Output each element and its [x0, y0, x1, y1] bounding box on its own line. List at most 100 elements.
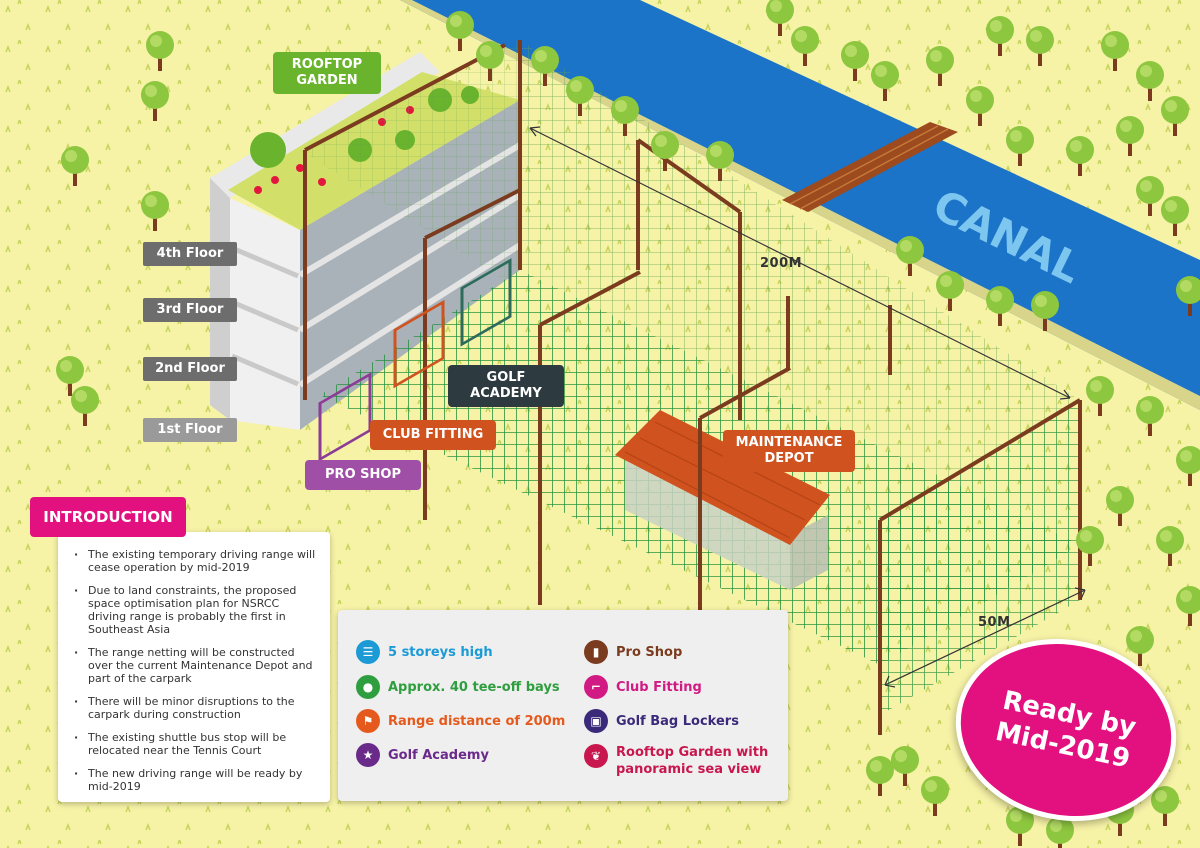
tree-trunk	[1128, 140, 1132, 156]
tree-trunk	[948, 295, 952, 311]
legend-item-pro-shop: ▮ Pro Shop	[584, 638, 682, 666]
roof-net	[300, 40, 1080, 520]
golf-academy-label-line2: ACADEMY	[470, 386, 542, 401]
trees	[56, 0, 1200, 848]
pro-shop-label: PRO SHOP	[305, 460, 421, 490]
tree-trunk	[1118, 510, 1122, 526]
legend-panel: ☰ 5 storeys high ● Approx. 40 tee-off ba…	[338, 610, 788, 801]
tree-highlight	[1010, 130, 1022, 142]
tree-trunk	[663, 155, 667, 171]
tree-highlight	[1050, 820, 1062, 832]
tree-trunk	[998, 310, 1002, 326]
tree-highlight	[65, 150, 77, 162]
tree-highlight	[75, 390, 87, 402]
club-fitting-label: CLUB FITTING	[370, 420, 496, 450]
tree-highlight	[1035, 295, 1047, 307]
tree-highlight	[1110, 490, 1122, 502]
tree-trunk	[933, 800, 937, 816]
tree-highlight	[900, 240, 912, 252]
length-label: 200M	[760, 256, 803, 271]
introduction-item: There will be minor disruptions to the c…	[74, 695, 316, 721]
tree-highlight	[940, 275, 952, 287]
maintenance-depot-label-line1: MAINTENANCE	[735, 435, 843, 450]
floor-label-2: 2nd Floor	[143, 357, 237, 381]
flag-icon: ⚑	[356, 709, 380, 733]
tree-highlight	[1155, 790, 1167, 802]
club-fitting-facade	[393, 299, 445, 389]
tree-trunk	[878, 780, 882, 796]
tree-highlight	[1120, 120, 1132, 132]
dimension-200m	[529, 126, 1071, 400]
rooftop-garden-label-line1: ROOFTOP	[291, 57, 363, 72]
tree-trunk	[543, 70, 547, 86]
tree-highlight	[1010, 810, 1022, 822]
tree-highlight	[795, 30, 807, 42]
tree-trunk	[1173, 120, 1177, 136]
lock-icon: ▣	[584, 709, 608, 733]
maintenance-depot-label: MAINTENANCE DEPOT	[723, 430, 855, 472]
tree-trunk	[488, 65, 492, 81]
tree-highlight	[925, 780, 937, 792]
tree-trunk	[1118, 820, 1122, 836]
tree-highlight	[990, 290, 1002, 302]
introduction-item: Due to land constraints, the proposed sp…	[74, 584, 316, 636]
tree-trunk	[1168, 550, 1172, 566]
tree-trunk	[1098, 400, 1102, 416]
tree-highlight	[930, 50, 942, 62]
tree-trunk	[68, 380, 72, 396]
legend-item-rooftop-garden: ❦ Rooftop Garden with panoramic sea view	[584, 744, 768, 780]
dimension-50m	[884, 587, 1086, 688]
floor-label-3: 3rd Floor	[143, 298, 237, 322]
introduction-title: INTRODUCTION	[30, 497, 186, 537]
introduction-list: The existing temporary driving range wil…	[58, 532, 330, 793]
tree-trunk	[158, 55, 162, 71]
tree-highlight	[1160, 530, 1172, 542]
maintenance-depot-building	[615, 410, 830, 590]
tree-highlight	[1140, 400, 1152, 412]
tree-highlight	[655, 135, 667, 147]
tree-trunk	[153, 105, 157, 121]
legend-label: Golf Bag Lockers	[616, 713, 739, 729]
tree-trunk	[1138, 650, 1142, 666]
tree-highlight	[480, 45, 492, 57]
introduction-item: The new driving range will be ready by m…	[74, 767, 316, 793]
tree-highlight	[1180, 590, 1192, 602]
introduction-item: The range netting will be constructed ov…	[74, 646, 316, 685]
tree-highlight	[1180, 280, 1192, 292]
maintenance-depot-label-line2: DEPOT	[764, 451, 814, 466]
tree-trunk	[458, 35, 462, 51]
tree-trunk	[908, 260, 912, 276]
tree-highlight	[710, 145, 722, 157]
tree-trunk	[853, 65, 857, 81]
tree-trunk	[1038, 50, 1042, 66]
legend-label: Pro Shop	[616, 644, 683, 660]
legend-label: Club Fitting	[616, 679, 702, 695]
tree-highlight	[875, 65, 887, 77]
bridge	[782, 122, 958, 212]
net-poles	[303, 40, 1082, 735]
leaf-icon: ❦	[584, 744, 608, 768]
pro-shop-facade	[318, 372, 372, 462]
legend-label: Approx. 40 tee-off bays	[388, 679, 560, 695]
tree-highlight	[845, 45, 857, 57]
tree-trunk	[1113, 55, 1117, 71]
tree-trunk	[1188, 470, 1192, 486]
end-net	[880, 400, 1080, 715]
legend-label: 5 storeys high	[388, 644, 493, 660]
tree-highlight	[1105, 35, 1117, 47]
tree-trunk	[718, 165, 722, 181]
rooftop-garden-label-line2: GARDEN	[296, 73, 358, 88]
tree-trunk	[1148, 85, 1152, 101]
tree-highlight	[1030, 30, 1042, 42]
tree-trunk	[1148, 420, 1152, 436]
shopping-bag-icon: ▮	[584, 640, 608, 664]
tree-highlight	[1130, 630, 1142, 642]
tree-highlight	[145, 195, 157, 207]
tree-highlight	[1090, 380, 1102, 392]
tree-trunk	[978, 110, 982, 126]
tree-highlight	[1165, 100, 1177, 112]
floor-label-1: 1st Floor	[143, 418, 237, 442]
tree-trunk	[1018, 830, 1022, 846]
tree-highlight	[570, 80, 582, 92]
width-label: 50M	[978, 615, 1011, 630]
